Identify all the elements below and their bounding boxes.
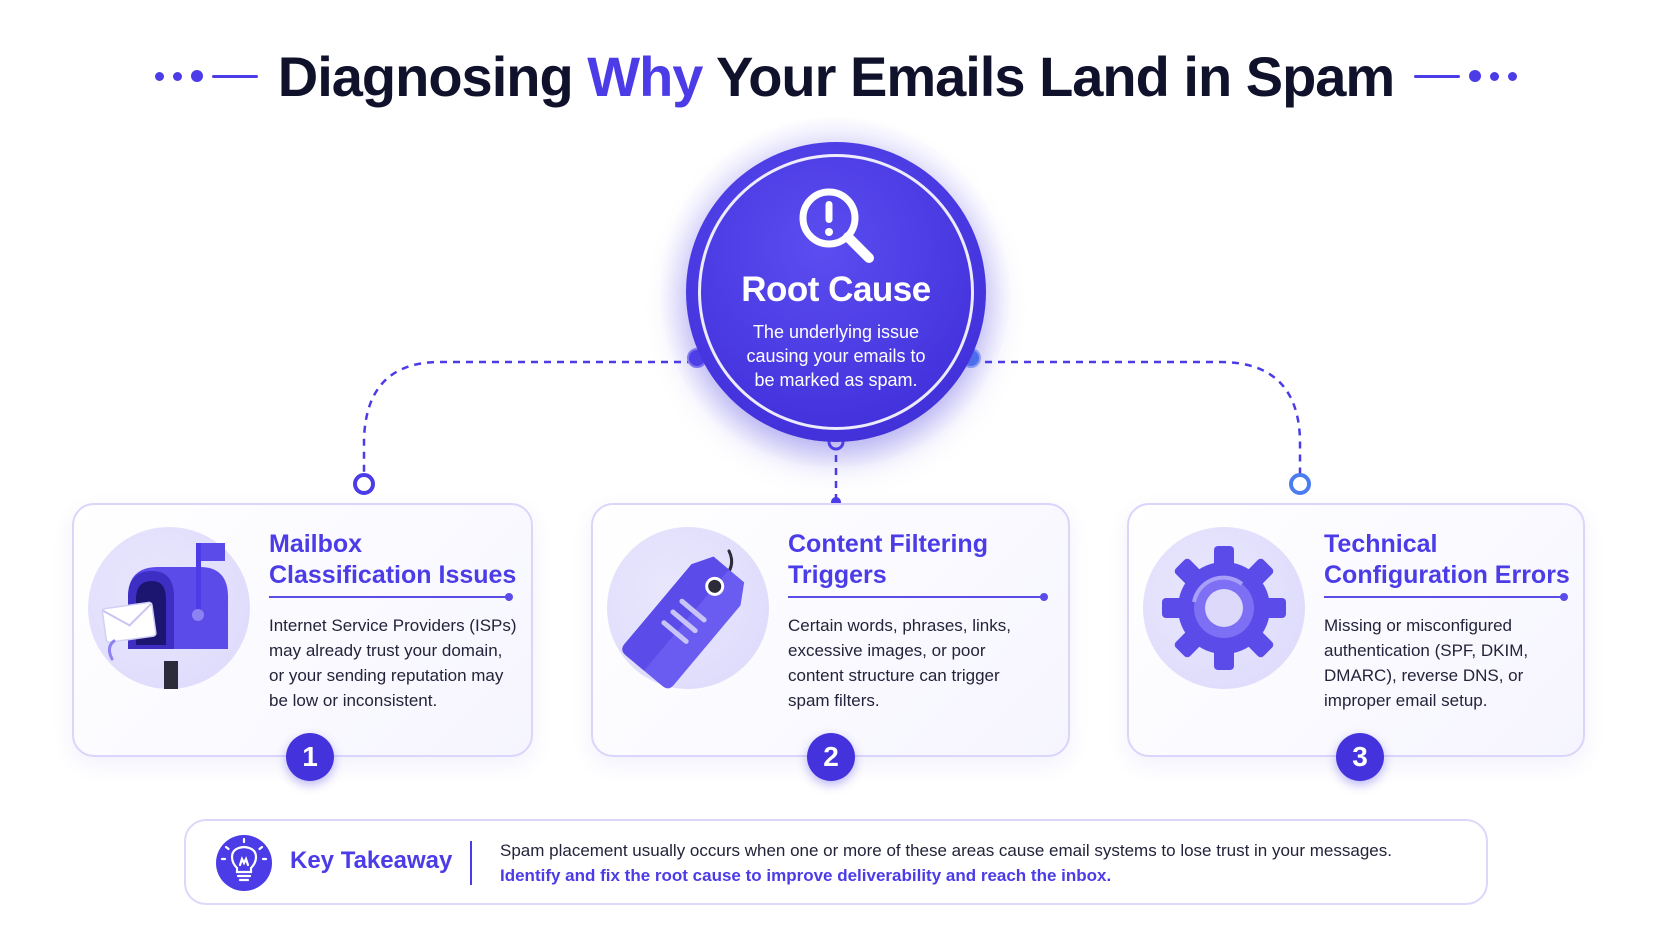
deco-dot [1469,70,1482,82]
deco-dot [1490,71,1500,81]
takeaway-label: Key Takeaway [290,847,453,874]
card-divider [788,593,1048,601]
card-technical-configuration: Technical Configuration Errors Missing o… [1127,503,1585,781]
key-takeaway-box: Key Takeaway Spam placement usually occu… [184,819,1488,905]
title-part1: Diagnosing [277,44,588,108]
card-mailbox-classification: Mailbox Classification Issues Internet S… [72,503,533,781]
tag-icon [622,549,745,689]
deco-line [1414,74,1461,78]
takeaway-text: Spam placement usually occurs when one o… [500,841,1392,860]
takeaway-highlight: Identify and fix the root cause to impro… [500,866,1112,885]
magnifier-exclamation-icon [793,182,879,268]
card-icon-circle [607,527,769,689]
gear-icon [1162,546,1286,670]
root-cause-node: Root Cause The underlying issue causing … [686,142,986,442]
card-divider [269,593,513,601]
connector-node-left [353,473,375,495]
deco-line [211,74,258,78]
lightbulb-icon [216,835,272,891]
title-decoration-left [154,70,258,82]
card-icon-circle [88,527,250,691]
deco-dot [190,70,203,82]
page-title: Diagnosing Why Your Emails Land in Spam [277,44,1395,109]
card-title: Technical Configuration Errors [1324,530,1570,589]
card-description: Certain words, phrases, links, excessive… [788,616,1011,710]
connector-left [362,360,694,474]
connector-node-right [1289,473,1311,495]
card-divider [1324,593,1568,601]
step-badge: 1 [286,733,334,781]
title-accent: Why [587,44,703,108]
card-title: Mailbox Classification Issues [269,530,517,589]
card-icon-circle [1143,527,1305,689]
title-row: Diagnosing Why Your Emails Land in Spam [0,40,1672,112]
connector-right [972,360,1302,474]
deco-dot [1508,71,1518,81]
deco-dot [154,71,164,81]
takeaway-divider [470,841,472,885]
root-ring [698,154,974,430]
card-description: Missing or misconfigured authentication … [1324,616,1529,710]
card-title: Content Filtering Triggers [788,530,988,589]
title-decoration-right [1414,70,1518,82]
step-badge: 2 [807,733,855,781]
step-badge: 3 [1336,733,1384,781]
deco-dot [172,71,182,81]
card-description: Internet Service Providers (ISPs) may al… [269,616,517,710]
title-part2: Your Emails Land in Spam [702,44,1395,108]
card-content-filtering: Content Filtering Triggers Certain words… [591,503,1070,781]
mailbox-icon [101,543,228,691]
